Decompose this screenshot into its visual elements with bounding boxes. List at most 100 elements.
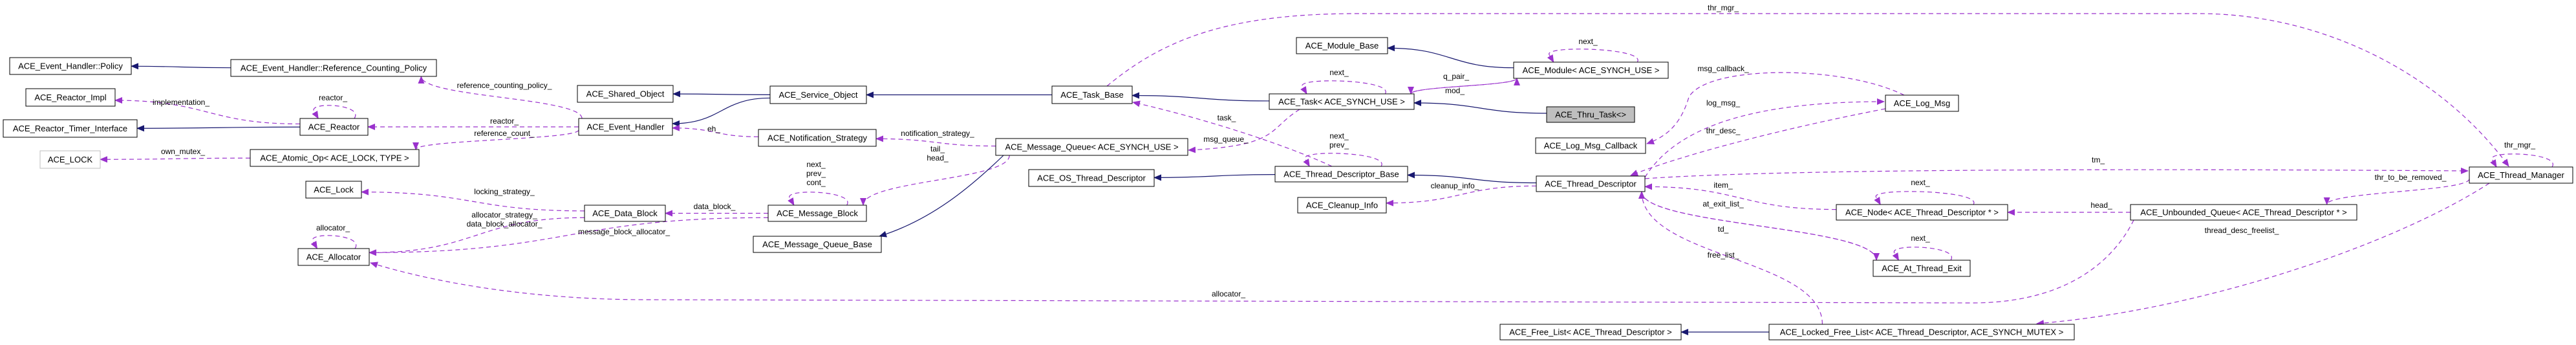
edge-usage: next_	[1547, 37, 1638, 63]
class-box[interactable]	[1297, 197, 1387, 214]
class-box[interactable]	[2469, 166, 2573, 184]
edge-label: message_block_allocator_	[578, 227, 670, 236]
class-node-reactor-timer[interactable]: ACE_Reactor_Timer_Interface	[3, 119, 138, 138]
class-node-event-handler[interactable]: ACE_Event_Handler	[578, 118, 673, 136]
edge-label: free_list_	[1708, 250, 1739, 260]
class-box[interactable]	[1535, 137, 1646, 154]
class-box[interactable]	[1836, 204, 2008, 221]
class-node-unbounded-queue[interactable]: ACE_Unbounded_Queue< ACE_Thread_Descript…	[2130, 204, 2357, 221]
class-node-shared-object[interactable]: ACE_Shared_Object	[577, 85, 674, 103]
class-box[interactable]	[230, 59, 437, 77]
class-box[interactable]	[39, 150, 101, 169]
class-box[interactable]	[1513, 61, 1669, 79]
edge-usage: thr_mgr_	[1106, 3, 2509, 167]
edge-usage: reference_counting_policy_	[418, 76, 583, 119]
class-node-thread-desc-base[interactable]: ACE_Thread_Descriptor_Base	[1274, 166, 1408, 183]
class-node-lock[interactable]: ACE_Lock	[305, 181, 362, 199]
edge-usage: next_prev_	[1303, 131, 1382, 167]
class-node-policy[interactable]: ACE_Event_Handler::Policy	[9, 57, 132, 75]
class-node-log-msg[interactable]: ACE_Log_Msg	[1885, 95, 1959, 112]
class-node-task[interactable]: ACE_Task< ACE_SYNCH_USE >	[1269, 93, 1415, 110]
inheritance-arrow	[1407, 172, 1537, 184]
class-node-at-thread-exit[interactable]: ACE_At_Thread_Exit	[1873, 260, 1971, 277]
class-box[interactable]	[250, 149, 420, 167]
class-box[interactable]	[753, 236, 882, 253]
class-node-cleanup-info[interactable]: ACE_Cleanup_Info	[1297, 197, 1387, 214]
class-name: ACE_Lock	[314, 185, 354, 195]
edge-label: data_block_	[694, 202, 736, 211]
edge-label: at_exit_list_	[1702, 199, 1744, 208]
class-box[interactable]	[578, 118, 673, 136]
usage-arrow	[875, 135, 996, 147]
class-node-reactor[interactable]: ACE_Reactor	[299, 118, 369, 136]
edge-label: reactor_	[319, 93, 347, 102]
edge-label: notification_strategy_	[901, 129, 974, 138]
class-box[interactable]	[577, 85, 674, 103]
usage-arrow	[1630, 108, 1886, 176]
class-name: ACE_OS_Thread_Descriptor	[1037, 173, 1146, 183]
class-box[interactable]	[9, 57, 132, 75]
class-box[interactable]	[2130, 204, 2357, 221]
edge-usage: thr_mgr_	[2490, 140, 2553, 168]
class-box[interactable]	[1051, 85, 1133, 104]
class-node-free-list[interactable]: ACE_Free_List< ACE_Thread_Descriptor >	[1499, 324, 1682, 340]
class-node-data-block[interactable]: ACE_Data_Block	[584, 205, 666, 222]
class-name: ACE_Thru_Task<>	[1555, 110, 1626, 120]
edge-label: allocator_strategy_data_block_allocator_	[467, 210, 542, 228]
class-box[interactable]	[1028, 169, 1155, 187]
class-node-node[interactable]: ACE_Node< ACE_Thread_Descriptor * >	[1836, 204, 2008, 221]
class-box[interactable]	[3, 119, 138, 138]
class-box[interactable]	[758, 129, 877, 147]
class-node-mq-base[interactable]: ACE_Message_Queue_Base	[753, 236, 882, 253]
class-node-os-thread-desc[interactable]: ACE_OS_Thread_Descriptor	[1028, 169, 1155, 187]
class-box[interactable]	[1499, 324, 1682, 340]
class-name: ACE_Task_Base	[1060, 90, 1124, 100]
class-box[interactable]	[1546, 106, 1635, 123]
class-node-task-base[interactable]: ACE_Task_Base	[1051, 85, 1133, 104]
edge-inheritance	[1407, 172, 1537, 184]
class-box[interactable]	[995, 138, 1188, 156]
class-node-thread-manager[interactable]: ACE_Thread_Manager	[2469, 166, 2573, 184]
class-box[interactable]	[25, 88, 116, 107]
class-node-thru-task[interactable]: ACE_Thru_Task<>	[1546, 106, 1635, 123]
class-box[interactable]	[297, 248, 370, 266]
class-name: ACE_Data_Block	[592, 208, 658, 218]
usage-arrow	[788, 192, 848, 206]
class-node-message-queue[interactable]: ACE_Message_Queue< ACE_SYNCH_USE >	[995, 138, 1188, 156]
class-box[interactable]	[1873, 260, 1971, 277]
class-node-module[interactable]: ACE_Module< ACE_SYNCH_USE >	[1513, 61, 1669, 79]
class-name: ACE_Thread_Descriptor	[1545, 179, 1637, 189]
class-box[interactable]	[1885, 95, 1959, 112]
class-box[interactable]	[1296, 37, 1388, 54]
class-node-message-block[interactable]: ACE_Message_Block	[767, 205, 867, 222]
class-node-service-object[interactable]: ACE_Service_Object	[769, 85, 867, 104]
class-node-notification[interactable]: ACE_Notification_Strategy	[758, 129, 877, 147]
edge-label: next_	[1911, 178, 1930, 187]
class-node-ace-lock-t[interactable]: ACE_LOCK	[39, 150, 101, 169]
class-node-module-base[interactable]: ACE_Module_Base	[1296, 37, 1388, 54]
class-box[interactable]	[1274, 166, 1408, 183]
class-box[interactable]	[1768, 324, 2075, 340]
class-box[interactable]	[305, 181, 362, 199]
class-node-atomic-op[interactable]: ACE_Atomic_Op< ACE_LOCK, TYPE >	[250, 149, 420, 167]
class-box[interactable]	[1536, 175, 1646, 192]
class-box[interactable]	[1269, 93, 1415, 110]
edge-inheritance	[1132, 92, 1270, 102]
usage-arrow	[418, 76, 583, 119]
edge-label: td_	[1718, 225, 1729, 234]
class-name: ACE_Thread_Manager	[2478, 170, 2564, 180]
class-node-thread-desc[interactable]: ACE_Thread_Descriptor	[1536, 175, 1646, 192]
class-node-log-msg-callback[interactable]: ACE_Log_Msg_Callback	[1535, 137, 1646, 154]
edges-layer: implementation_reactor_own_mutex_referen…	[100, 3, 2553, 335]
class-node-allocator[interactable]: ACE_Allocator	[297, 248, 370, 266]
inheritance-arrow	[1413, 100, 1547, 114]
class-box[interactable]	[767, 205, 867, 222]
edge-label: thr_mgr_	[2504, 140, 2535, 150]
class-node-reactor-impl[interactable]: ACE_Reactor_Impl	[25, 88, 116, 107]
class-node-locked-free-list[interactable]: ACE_Locked_Free_List< ACE_Thread_Descrip…	[1768, 324, 2075, 340]
class-box[interactable]	[769, 85, 867, 104]
edge-usage: data_block_	[665, 202, 769, 217]
class-box[interactable]	[584, 205, 666, 222]
class-node-rcpolicy[interactable]: ACE_Event_Handler::Reference_Counting_Po…	[230, 59, 437, 77]
class-box[interactable]	[299, 118, 369, 136]
